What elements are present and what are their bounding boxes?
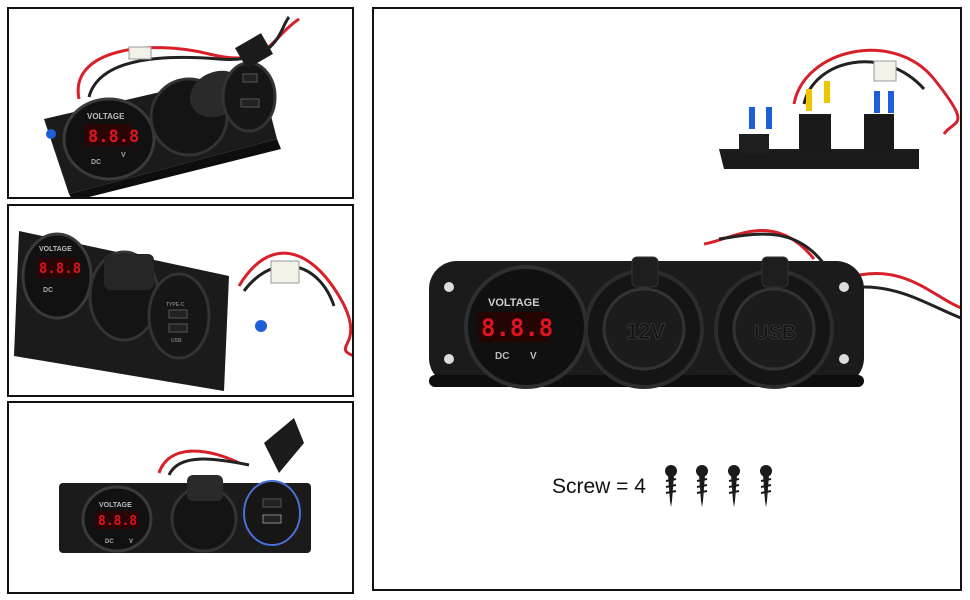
svg-text:8.8.8: 8.8.8 bbox=[98, 514, 137, 529]
screw-icon bbox=[728, 465, 740, 507]
svg-text:8.8.8: 8.8.8 bbox=[39, 261, 81, 277]
screw-icon bbox=[760, 465, 772, 507]
product-main-photo: VOLTAGE 8.8.8 DC V 12V USB bbox=[372, 7, 962, 591]
svg-text:VOLTAGE: VOLTAGE bbox=[99, 502, 132, 509]
product-photo-angle-3: VOLTAGE 8.8.8 DC V bbox=[7, 401, 354, 594]
svg-text:V: V bbox=[129, 539, 133, 545]
screw-count-caption: Screw = 4 bbox=[552, 475, 646, 498]
voltmeter-label: VOLTAGE bbox=[488, 297, 540, 309]
product-photo-angle-1: VOLTAGE 8.8.8 DC V bbox=[7, 7, 354, 199]
product-photo-angle-2: VOLTAGE 8.8.8 DC TYPE-C USB bbox=[7, 204, 354, 397]
screw-icon bbox=[696, 465, 708, 507]
svg-text:DC: DC bbox=[105, 539, 114, 545]
voltmeter-readout: 8.8.8 bbox=[88, 127, 139, 147]
socket-usb-label: USB bbox=[754, 322, 796, 344]
svg-text:DC: DC bbox=[91, 159, 101, 166]
svg-text:TYPE-C: TYPE-C bbox=[166, 302, 185, 308]
svg-text:V: V bbox=[121, 152, 126, 159]
voltmeter-v-label: V bbox=[530, 351, 537, 362]
svg-text:USB: USB bbox=[171, 338, 182, 344]
voltmeter-readout: 8.8.8 bbox=[481, 314, 553, 342]
voltmeter-dc-label: DC bbox=[495, 351, 509, 362]
socket-12v-label: 12V bbox=[626, 319, 665, 344]
svg-text:VOLTAGE: VOLTAGE bbox=[39, 246, 72, 253]
svg-text:DC: DC bbox=[43, 287, 53, 294]
voltmeter-label: VOLTAGE bbox=[87, 112, 125, 121]
screw-icon bbox=[665, 465, 677, 507]
